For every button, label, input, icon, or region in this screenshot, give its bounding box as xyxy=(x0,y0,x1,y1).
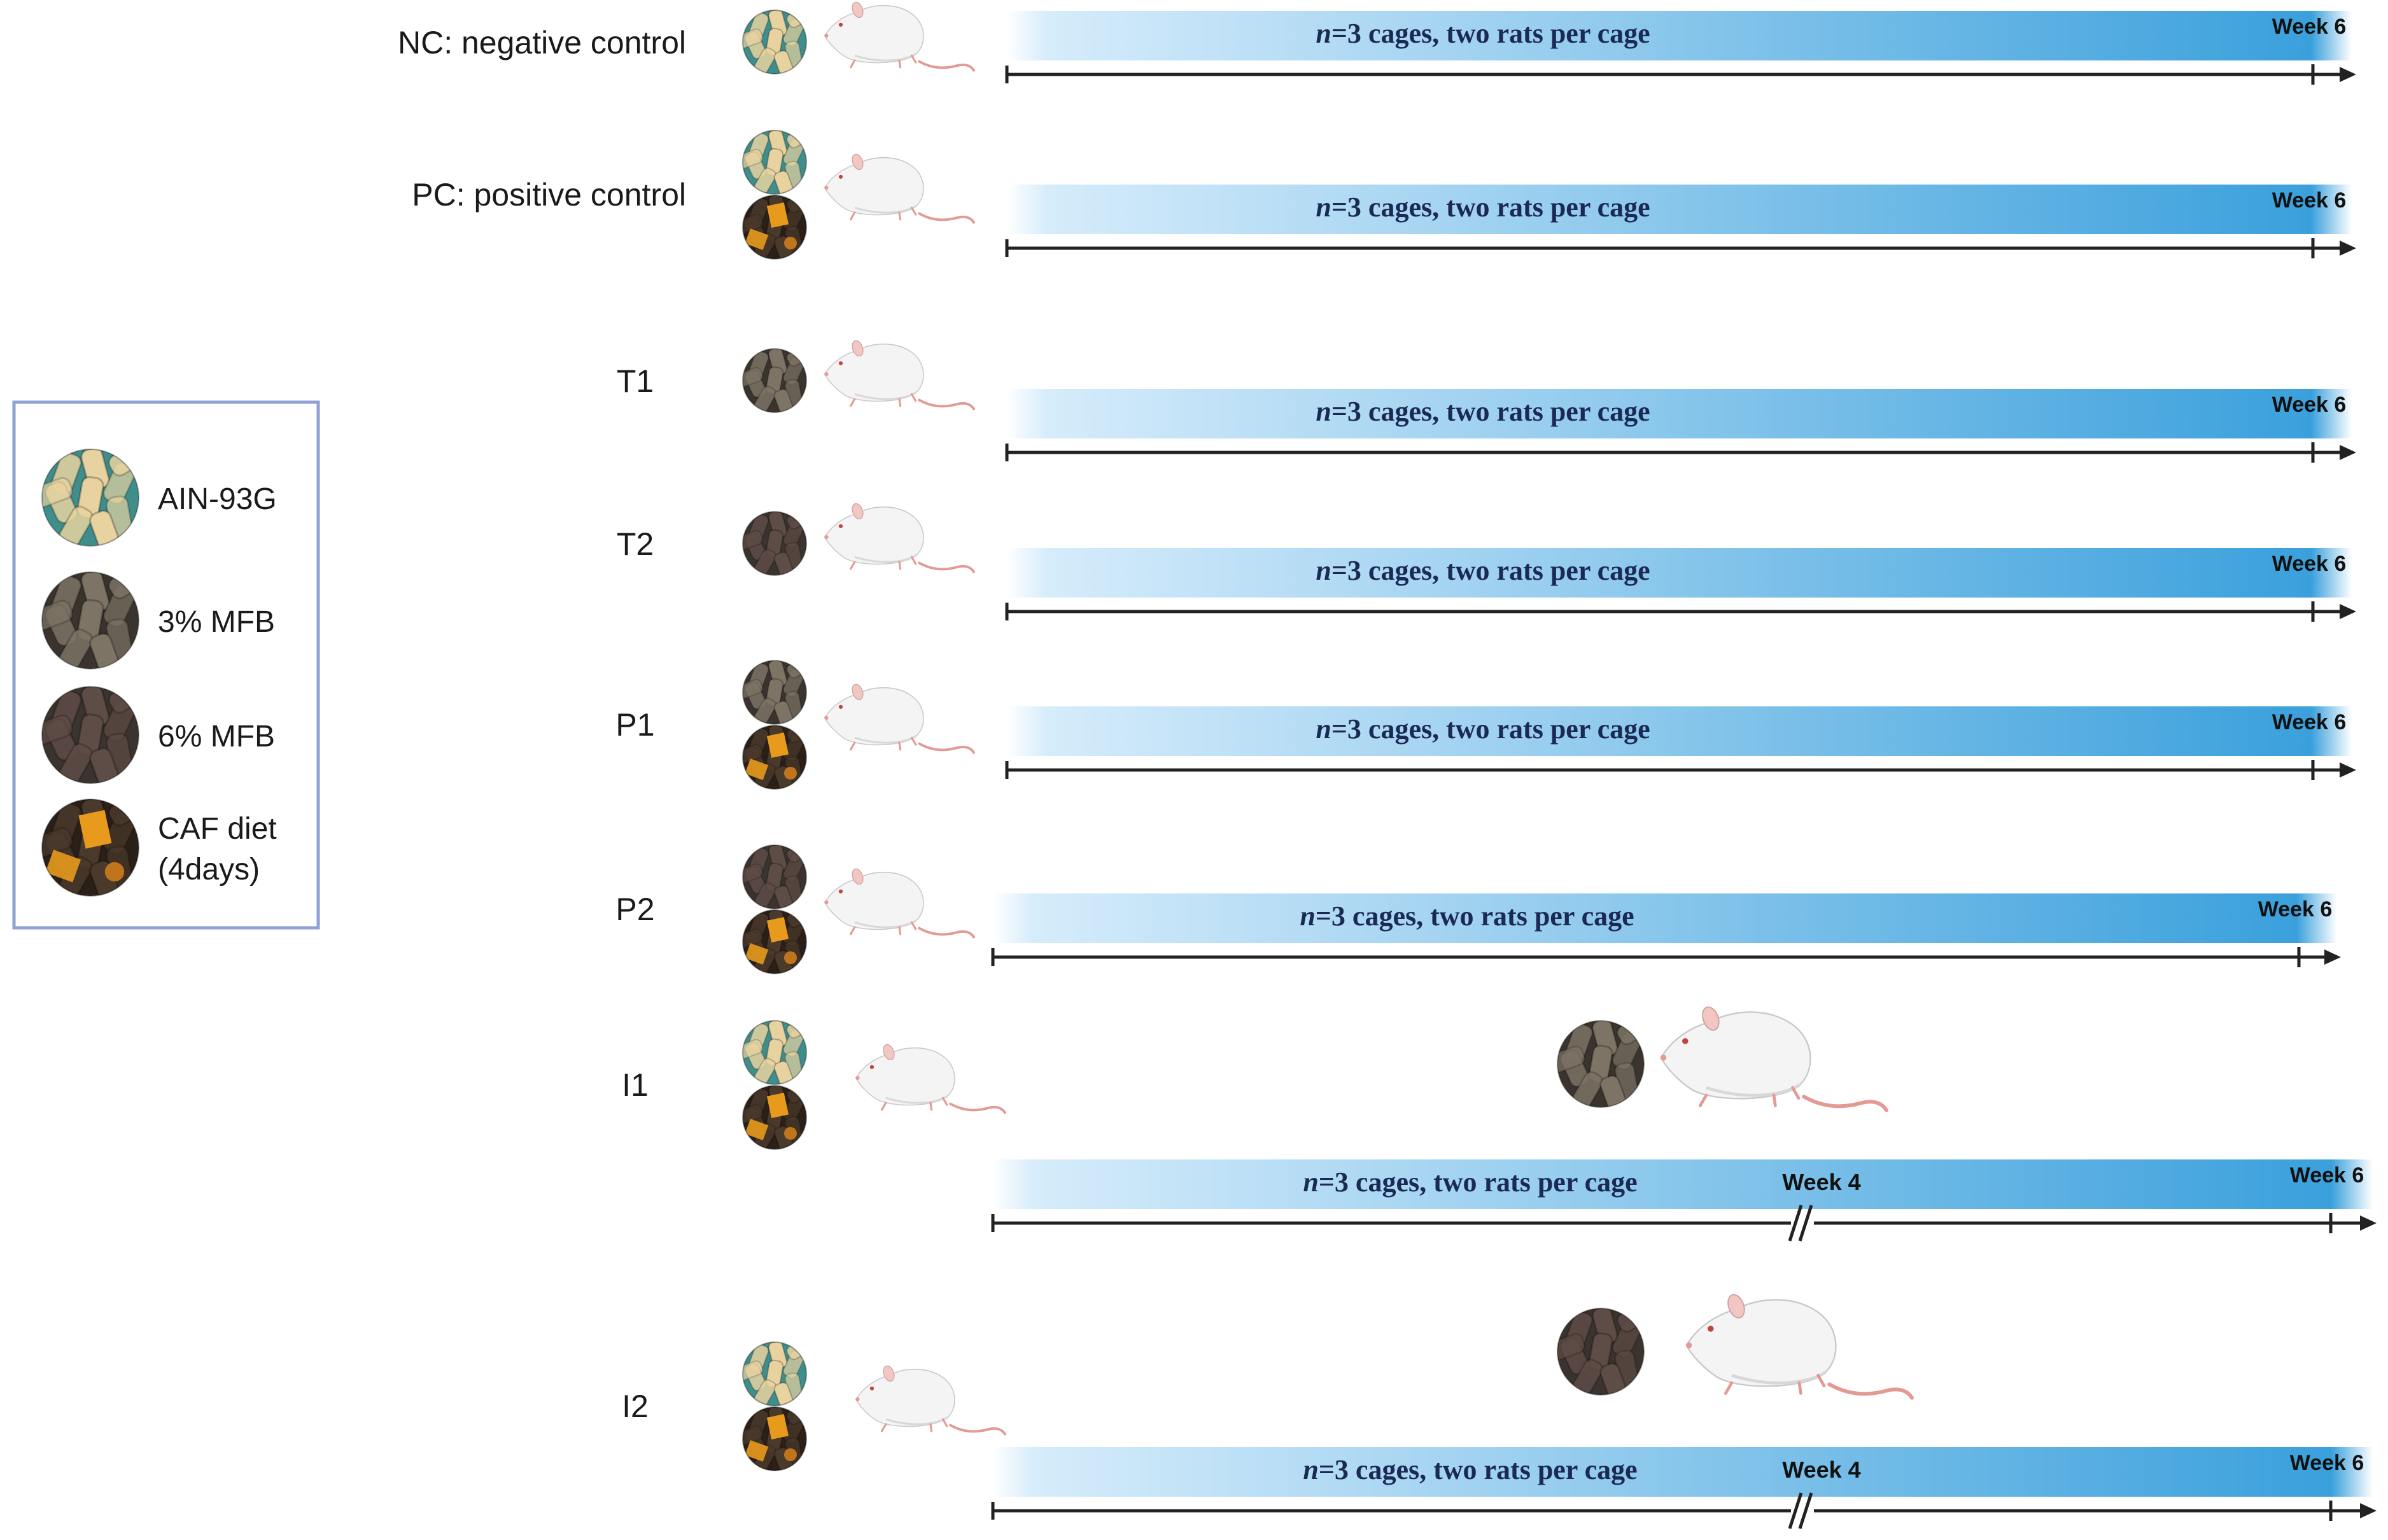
group-row: T2 n=3 cages, two rats per cage Week 6 xyxy=(617,503,2356,622)
caf-diet-icon xyxy=(742,725,807,790)
timeline-bar xyxy=(993,1159,2373,1209)
timeline-bar xyxy=(1007,389,2352,438)
caf-diet-icon xyxy=(742,1406,807,1471)
axis-arrowhead xyxy=(2324,949,2341,965)
ain-diet-icon xyxy=(742,1020,807,1085)
mfb3-diet-icon xyxy=(742,348,807,413)
axis-arrowhead xyxy=(2340,67,2356,82)
week-4-label: Week 4 xyxy=(1782,1169,1860,1195)
group-label: P2 xyxy=(615,892,654,927)
week-6-label: Week 6 xyxy=(2272,15,2347,39)
timeline-bar xyxy=(1007,185,2352,234)
rat-illustration xyxy=(1685,1294,1914,1400)
caf-diet-icon xyxy=(742,1085,807,1150)
cage-count-text: n=3 cages, two rats per cage xyxy=(1316,192,1650,223)
week-6-label: Week 6 xyxy=(2290,1451,2364,1475)
legend-label: 3% MFB xyxy=(158,605,275,639)
cage-count-text: n=3 cages, two rats per cage xyxy=(1316,396,1650,427)
group-row: T1 n=3 cages, two rats per cage Week 6 xyxy=(617,340,2356,463)
axis-arrowhead xyxy=(2360,1215,2377,1231)
week-6-label: Week 6 xyxy=(2258,897,2333,921)
rat-illustration xyxy=(824,683,975,754)
group-label: PC: positive control xyxy=(412,177,686,213)
mfb3-diet-icon xyxy=(1557,1020,1645,1108)
week-6-label: Week 6 xyxy=(2272,393,2347,417)
group-row: PC: positive control n=3 cages, two rats … xyxy=(412,130,2356,260)
timeline-bar xyxy=(1007,548,2352,598)
axis-arrowhead xyxy=(2340,762,2356,778)
group-label: T1 xyxy=(617,363,654,399)
group-row: NC: negative control n=3 cages, two rats … xyxy=(398,1,2356,85)
rat-illustration xyxy=(855,1365,1006,1436)
rat-illustration xyxy=(824,503,975,573)
ain-diet-icon xyxy=(742,10,807,74)
caf-diet-icon xyxy=(742,195,807,260)
cage-count-text: n=3 cages, two rats per cage xyxy=(1316,555,1650,586)
caf-diet-icon xyxy=(742,909,807,974)
group-label: NC: negative control xyxy=(398,25,686,60)
cage-count-text: n=3 cages, two rats per cage xyxy=(1303,1454,1637,1485)
axis-arrowhead xyxy=(2340,604,2356,619)
rat-illustration xyxy=(824,340,975,410)
legend-label: 6% MFB xyxy=(158,720,275,753)
axis-break-mark xyxy=(1788,1492,1803,1529)
rat-illustration xyxy=(824,1,975,72)
cage-count-text: n=3 cages, two rats per cage xyxy=(1316,18,1650,49)
mfb3-diet-icon xyxy=(742,660,807,725)
mfb6-diet-icon xyxy=(742,511,807,576)
axis-break-mark xyxy=(1788,1205,1803,1242)
group-label: P1 xyxy=(615,707,654,743)
group-row: I2 n=3 cages, two rats per cage Week 6 Week… xyxy=(622,1294,2377,1529)
group-row: I1 n=3 cages, two rats per cage Week 6 Week… xyxy=(622,1006,2377,1242)
axis-arrowhead xyxy=(2340,241,2356,256)
legend-label: (4days) xyxy=(158,853,260,886)
legend-item-ain: AIN-93G xyxy=(41,449,277,547)
group-label: I2 xyxy=(622,1389,649,1424)
axis-break-mark xyxy=(1798,1205,1813,1242)
axis-arrowhead xyxy=(2360,1503,2377,1518)
ain-diet-icon xyxy=(742,1341,807,1406)
group-label: I1 xyxy=(622,1067,649,1103)
ain-diet-icon xyxy=(742,130,807,195)
group-row: P1 n=3 cages, two rats per cage Week 6 xyxy=(615,660,2356,790)
week-6-label: Week 6 xyxy=(2272,552,2347,576)
group-label: T2 xyxy=(617,526,654,562)
cage-count-text: n=3 cages, two rats per cage xyxy=(1316,713,1650,745)
legend-label: CAF diet xyxy=(158,812,277,846)
rat-illustration xyxy=(1660,1006,1888,1112)
rat-illustration xyxy=(824,153,975,224)
week-6-label: Week 6 xyxy=(2272,710,2347,734)
week-4-label: Week 4 xyxy=(1782,1457,1860,1483)
rat-illustration xyxy=(824,868,975,939)
mfb6-diet-icon xyxy=(1557,1308,1645,1396)
timeline-bar xyxy=(1007,11,2352,60)
mfb6-diet-icon xyxy=(742,844,807,909)
rat-illustration xyxy=(855,1044,1006,1114)
legend-item-mfb6: 6% MFB xyxy=(41,686,275,784)
legend-label: AIN-93G xyxy=(158,482,277,516)
mfb6-diet-icon xyxy=(41,686,139,784)
timeline-bar xyxy=(993,1447,2373,1497)
week-6-label: Week 6 xyxy=(2272,188,2347,213)
group-row: P2 n=3 cages, two rats per cage Week 6 xyxy=(615,844,2341,974)
timeline-bar xyxy=(1007,706,2352,756)
cage-count-text: n=3 cages, two rats per cage xyxy=(1303,1166,1637,1198)
axis-arrowhead xyxy=(2340,445,2356,460)
week-6-label: Week 6 xyxy=(2290,1163,2364,1187)
legend-item-mfb3: 3% MFB xyxy=(41,571,275,669)
axis-break-mark xyxy=(1798,1492,1813,1529)
cage-count-text: n=3 cages, two rats per cage xyxy=(1300,900,1634,932)
timeline-bar xyxy=(993,893,2337,943)
